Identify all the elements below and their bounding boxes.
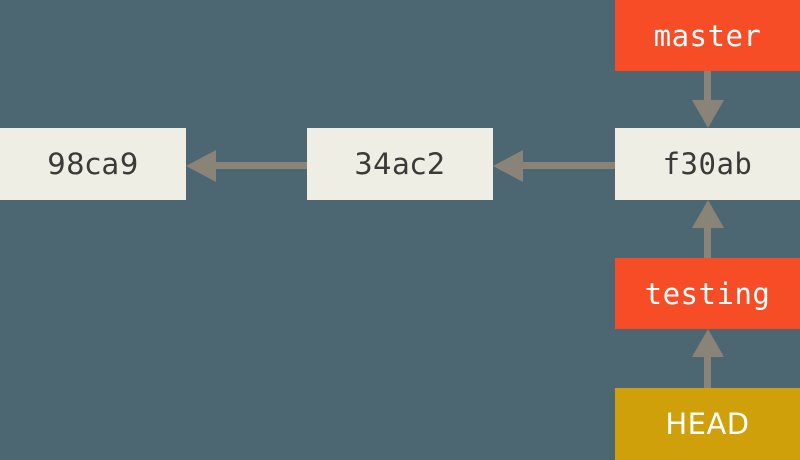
arrow-head-up-icon [691, 329, 724, 357]
commit-node-98ca9[interactable]: 98ca9 [0, 128, 186, 200]
arrow-shaft [704, 226, 711, 258]
branch-node-master[interactable]: master [615, 0, 800, 71]
arrow-head-down-icon [691, 100, 724, 128]
head-node[interactable]: HEAD [615, 388, 800, 460]
head-label: HEAD [665, 407, 750, 441]
arrow-shaft [519, 162, 615, 169]
arrow-shaft [212, 162, 307, 169]
arrow-f30ab-to-34ac2 [493, 148, 615, 183]
arrow-master-to-f30ab [691, 71, 724, 128]
branch-label-master: master [653, 18, 762, 53]
arrow-head-up-icon [691, 200, 724, 228]
arrow-head-to-testing [691, 329, 724, 388]
arrow-head-left-icon [493, 149, 523, 182]
commit-label-98ca9: 98ca9 [47, 147, 139, 181]
arrow-head-left-icon [186, 149, 216, 182]
arrow-34ac2-to-98ca9 [186, 148, 307, 183]
commit-node-34ac2[interactable]: 34ac2 [307, 128, 493, 200]
arrow-shaft [704, 355, 711, 388]
branch-label-testing: testing [644, 276, 771, 311]
arrow-testing-to-f30ab [691, 200, 724, 258]
commit-label-f30ab: f30ab [662, 147, 753, 181]
commit-node-f30ab[interactable]: f30ab [615, 128, 800, 200]
commit-label-34ac2: 34ac2 [354, 147, 446, 181]
branch-node-testing[interactable]: testing [615, 258, 800, 329]
arrow-shaft [704, 71, 711, 104]
